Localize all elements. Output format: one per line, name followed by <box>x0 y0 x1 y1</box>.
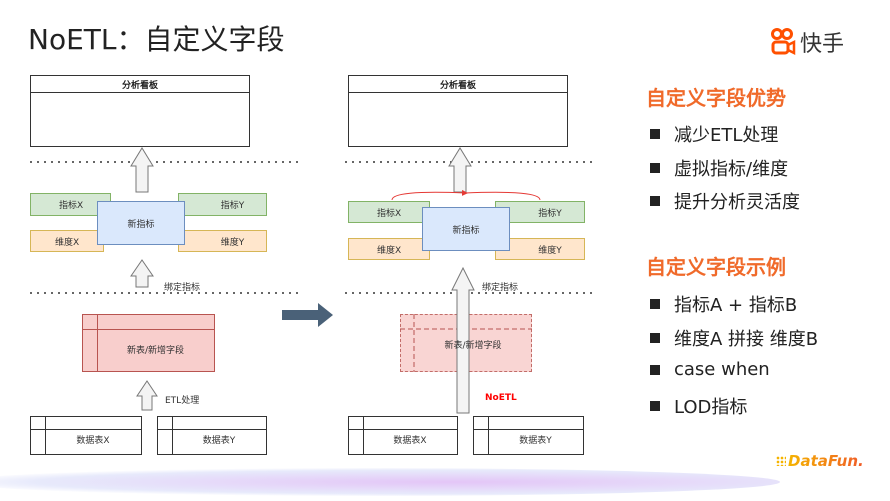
list-item-text: 提升分析灵活度 <box>674 192 800 213</box>
bullet-icon <box>650 196 660 206</box>
left-bind-label: 绑定指标 <box>164 283 201 293</box>
list-item: LOD指标 <box>650 393 747 419</box>
datafun-logo-text: DataFun. <box>788 452 864 470</box>
bullet-icon <box>650 401 660 411</box>
list-item: 指标A + 指标B <box>650 291 797 317</box>
advantages-heading: 自定义字段优势 <box>646 86 786 110</box>
datafun-logo: DataFun. <box>776 452 864 470</box>
list-item-text: case when <box>674 359 770 380</box>
kuaishou-logo-icon <box>771 28 796 56</box>
right-table-x: 数据表X <box>348 416 458 455</box>
list-item-text: LOD指标 <box>674 397 748 418</box>
examples-heading: 自定义字段示例 <box>646 255 786 279</box>
list-item-text: 维度A 拼接 维度B <box>674 329 819 350</box>
bottom-glow <box>0 468 780 496</box>
right-dim-x: 维度X <box>348 238 430 260</box>
list-item: case when <box>650 359 770 380</box>
list-item: 减少ETL处理 <box>650 121 778 147</box>
right-metric-y: 指标Y <box>495 201 585 223</box>
right-new-metric: 新指标 <box>422 207 510 251</box>
red-connectors <box>391 189 541 201</box>
right-arrow <box>282 303 333 327</box>
dotted-dividers <box>30 161 592 294</box>
list-item-text: 指标A + 指标B <box>674 295 798 316</box>
list-item: 维度A 拼接 维度B <box>650 325 818 351</box>
right-bind-label: 绑定指标 <box>482 283 519 293</box>
bullet-icon <box>650 333 660 343</box>
left-new-metric: 新指标 <box>97 201 185 245</box>
bullet-icon <box>650 364 660 375</box>
right-dashboard: 分析看板 <box>348 75 568 147</box>
right-new-table-virtual: 新表/新增字段 <box>444 340 502 351</box>
list-item-text: 减少ETL处理 <box>674 125 779 146</box>
right-table-y: 数据表Y <box>473 416 584 455</box>
left-table-x: 数据表X <box>30 416 142 455</box>
kuaishou-logo: 快手 <box>770 26 844 58</box>
bullet-icon <box>650 163 660 173</box>
list-item-text: 虚拟指标/维度 <box>674 159 789 180</box>
left-table-y: 数据表Y <box>157 416 267 455</box>
left-dashboard: 分析看板 <box>30 75 250 147</box>
right-dashboard-title: 分析看板 <box>349 76 567 93</box>
up-arrows <box>130 147 472 411</box>
noetl-label: NoETL <box>485 393 517 403</box>
list-item: 虚拟指标/维度 <box>650 155 788 181</box>
kuaishou-logo-text: 快手 <box>800 32 845 57</box>
datafun-dots-icon <box>776 456 786 466</box>
left-etl-label: ETL处理 <box>165 396 200 406</box>
page-title: NoETL：自定义字段 <box>28 23 285 56</box>
bullet-icon <box>650 129 660 139</box>
left-new-table: 新表/新增字段 <box>82 314 215 372</box>
left-dashboard-title: 分析看板 <box>31 76 249 93</box>
list-item: 提升分析灵活度 <box>650 188 800 214</box>
bullet-icon <box>650 299 660 309</box>
